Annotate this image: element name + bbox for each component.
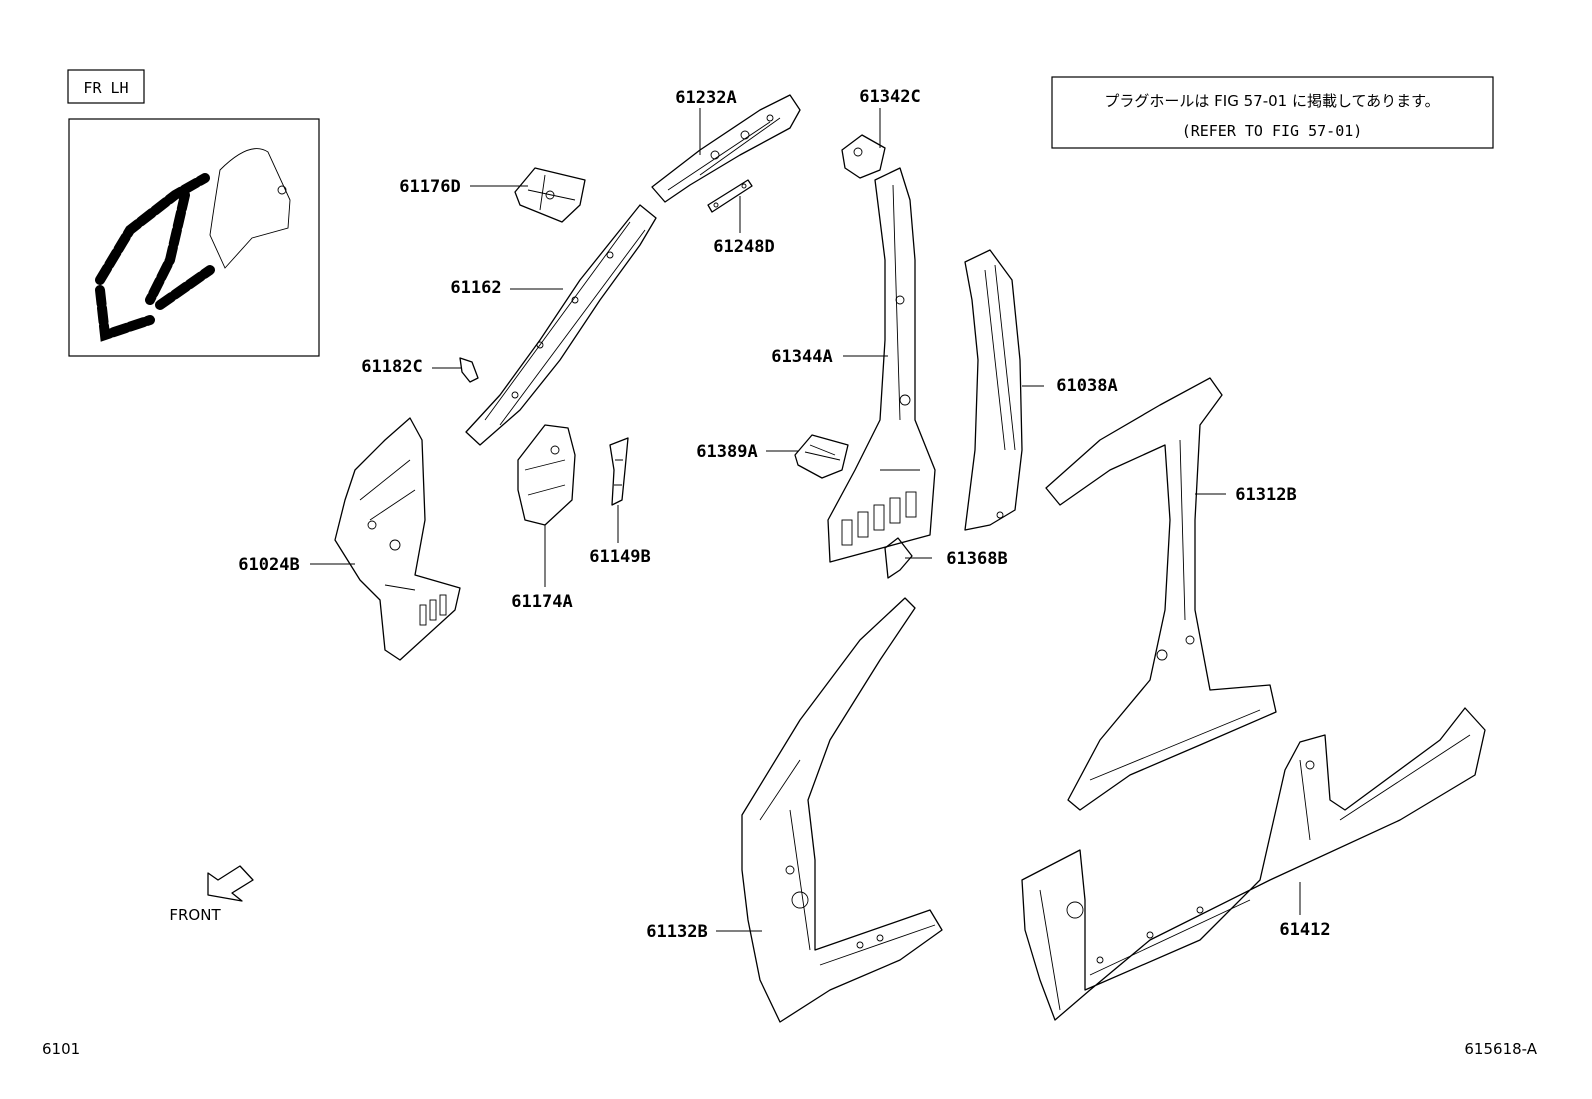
label-61038A: 61038A	[1056, 376, 1117, 396]
part-61248D-drawing	[707, 179, 753, 213]
part-61389A-drawing	[794, 434, 849, 479]
label-61132B: 61132B	[646, 922, 707, 942]
part-61162-drawing	[465, 204, 657, 446]
label-61312B: 61312B	[1235, 485, 1296, 505]
part-labels: 61232A 61342C 61176D 61248D 61162 61344A…	[238, 87, 1330, 942]
part-61312B-drawing	[1045, 377, 1277, 811]
part-61182C-drawing	[459, 357, 479, 383]
front-arrow-icon	[207, 865, 254, 902]
part-61024B-drawing	[334, 417, 461, 661]
front-indicator: FRONT	[169, 865, 254, 924]
label-61248D: 61248D	[713, 237, 774, 257]
part-61232A-drawing	[651, 94, 801, 203]
part-61344A-drawing	[827, 167, 936, 563]
label-61149B: 61149B	[589, 547, 650, 567]
diagram-code-left: 6101	[42, 1040, 80, 1058]
label-61182C: 61182C	[361, 357, 422, 377]
front-label: FRONT	[169, 906, 221, 924]
note-line-jp: プラグホールは FIG 57-01 に掲載してあります。	[1104, 92, 1439, 110]
view-tag: FR LH	[67, 69, 145, 104]
label-61174A: 61174A	[511, 592, 572, 612]
part-61038A-drawing	[964, 249, 1023, 531]
part-61132B-drawing	[741, 597, 943, 1023]
locator-inset	[68, 118, 320, 357]
note-line-en: (REFER TO FIG 57-01)	[1182, 122, 1363, 140]
part-61368B-drawing	[884, 537, 913, 579]
view-tag-label: FR LH	[83, 79, 128, 97]
label-61232A: 61232A	[675, 88, 736, 108]
label-61389A: 61389A	[696, 442, 757, 462]
part-61412-drawing	[1021, 707, 1486, 1021]
label-61162: 61162	[450, 278, 501, 298]
part-61174A-drawing	[517, 424, 576, 526]
part-61149B-drawing	[609, 437, 629, 506]
label-61342C: 61342C	[859, 87, 920, 107]
part-61176D-drawing	[514, 167, 586, 223]
label-61344A: 61344A	[771, 347, 832, 367]
label-61368B: 61368B	[946, 549, 1007, 569]
part-61342C-drawing	[841, 134, 886, 179]
note-box: プラグホールは FIG 57-01 に掲載してあります。 (REFER TO F…	[1051, 76, 1494, 149]
diagram-code-right: 615618-A	[1464, 1040, 1537, 1058]
label-61024B: 61024B	[238, 555, 299, 575]
label-61176D: 61176D	[399, 177, 460, 197]
leader-lines	[310, 108, 1301, 932]
label-61412: 61412	[1279, 920, 1330, 940]
